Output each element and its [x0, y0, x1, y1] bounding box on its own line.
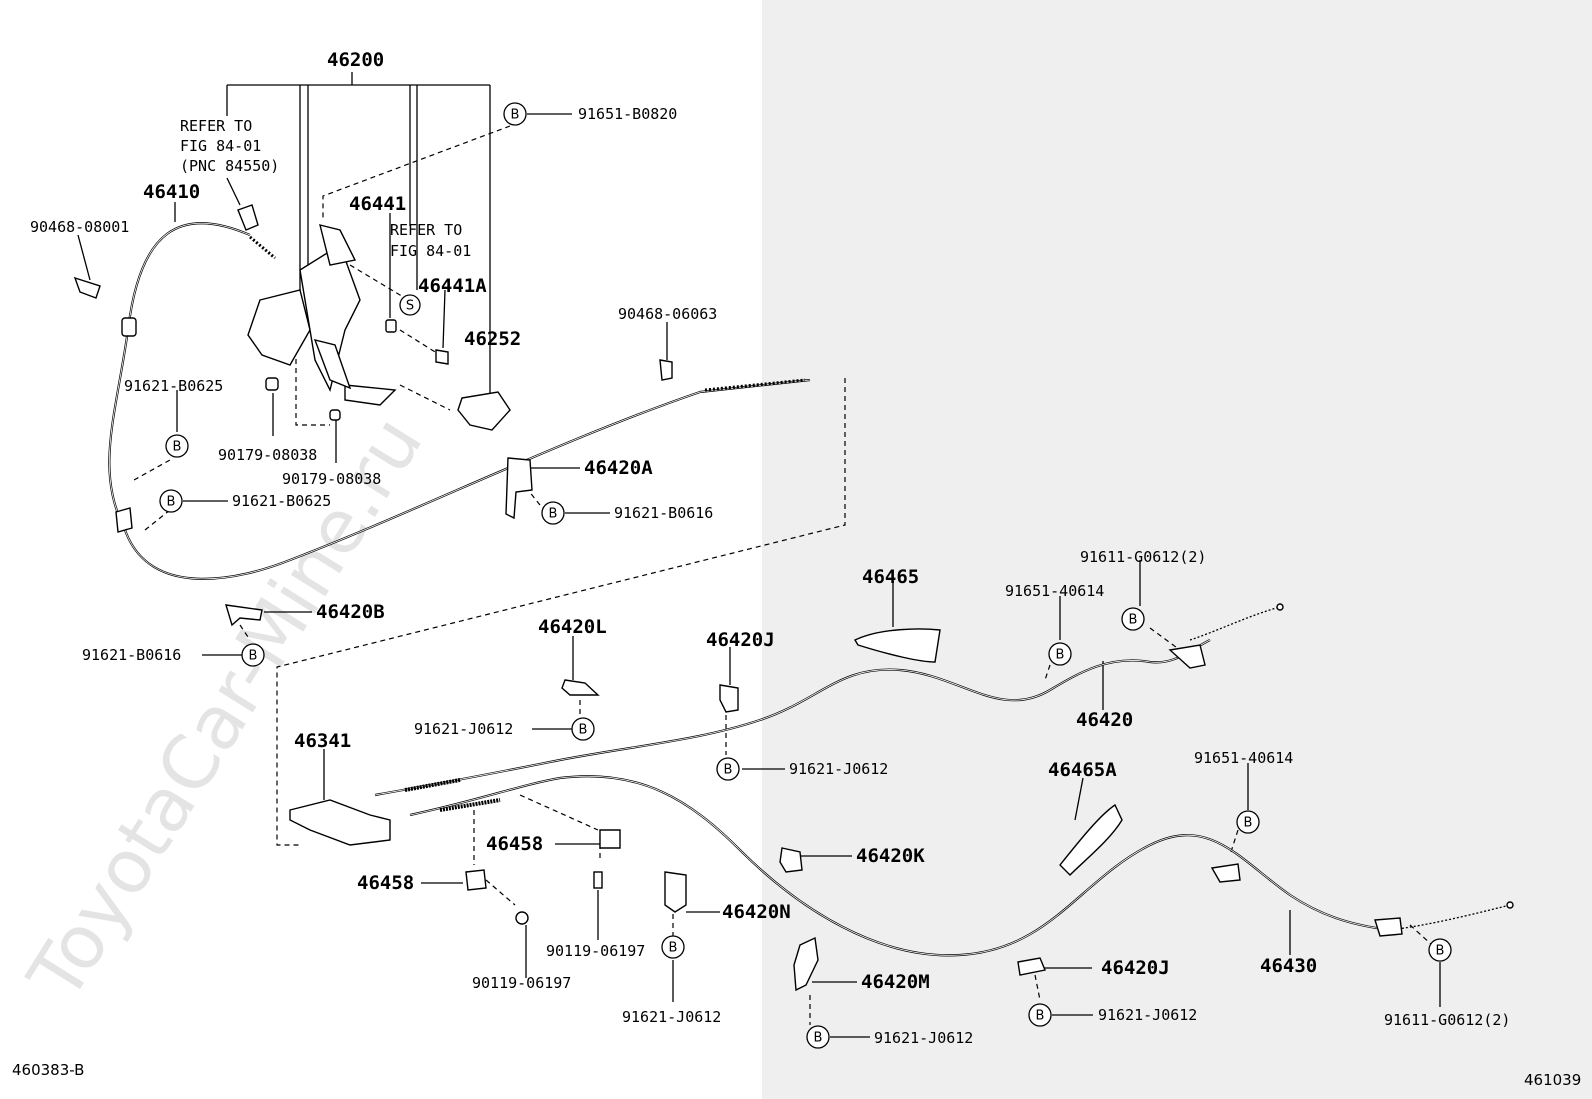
ref-line: FIG 84-01: [390, 242, 471, 260]
svg-text:S: S: [406, 299, 414, 314]
label-91621-B0616: 91621-B0616: [614, 504, 713, 522]
label-91611-G0612-2: 91611-G0612(2): [1384, 1011, 1510, 1029]
svg-text:B: B: [1056, 648, 1065, 663]
label-46420M: 46420M: [861, 971, 930, 993]
label-46465A: 46465A: [1048, 759, 1117, 781]
label-46420J: 46420J: [706, 629, 775, 651]
b-marker: B: [661, 935, 685, 959]
label-90179-08038: 90179-08038: [218, 446, 317, 464]
label-90468-08001: 90468-08001: [30, 218, 129, 236]
label-46458: 46458: [357, 872, 414, 894]
label-46420: 46420: [1076, 709, 1133, 731]
label-91621-B0616: 91621-B0616: [82, 646, 181, 664]
ref-line: FIG 84-01: [180, 137, 261, 155]
parts: [73, 204, 1514, 992]
dashed-lines: [133, 125, 1433, 1025]
b-marker: B: [165, 434, 189, 458]
svg-text:B: B: [814, 1031, 823, 1046]
ref-line: REFER TO: [180, 117, 252, 135]
label-46341: 46341: [294, 730, 351, 752]
shaded-panel: [762, 0, 1592, 1099]
label-46458: 46458: [486, 833, 543, 855]
label-91651-40614: 91651-40614: [1194, 749, 1293, 767]
b-marker: B: [503, 102, 527, 126]
label-91621-J0612: 91621-J0612: [414, 720, 513, 738]
s-marker: S: [399, 294, 421, 316]
b-marker: B: [1428, 938, 1452, 962]
b-marker: B: [806, 1025, 830, 1049]
b-marker: B: [1048, 642, 1072, 666]
label-91611-G0612-2: 91611-G0612(2): [1080, 548, 1206, 566]
label-46441A: 46441A: [418, 275, 487, 297]
label-46420J: 46420J: [1101, 957, 1170, 979]
b-marker: B: [541, 501, 565, 525]
svg-text:B: B: [724, 763, 733, 778]
label-91651-B0820: 91651-B0820: [578, 105, 677, 123]
label-90119-06197: 90119-06197: [472, 974, 571, 992]
symbol-markers: B S B B B B B B B B B B B B B: [159, 102, 1452, 1049]
b-marker: B: [1121, 607, 1145, 631]
label-90179-08038: 90179-08038: [282, 470, 381, 488]
b-marker: B: [571, 717, 595, 741]
svg-text:B: B: [173, 440, 182, 455]
label-46410: 46410: [143, 181, 200, 203]
b-marker: B: [241, 643, 265, 667]
label-91621-B0625: 91621-B0625: [124, 377, 223, 395]
ref-line: (PNC 84550): [180, 157, 279, 175]
label-90119-06197: 90119-06197: [546, 942, 645, 960]
svg-text:B: B: [669, 941, 678, 956]
label-46420N: 46420N: [722, 901, 791, 923]
svg-text:B: B: [1036, 1009, 1045, 1024]
svg-text:B: B: [579, 723, 588, 738]
label-46465: 46465: [862, 566, 919, 588]
label-91621-J0612: 91621-J0612: [1098, 1006, 1197, 1024]
figure-code-right: 461039: [1524, 1071, 1581, 1089]
label-91621-J0612: 91621-J0612: [622, 1008, 721, 1026]
label-46441: 46441: [349, 193, 406, 215]
watermark-text: ToyotaCar-Mine.ru: [12, 402, 440, 1015]
label-90468-06063: 90468-06063: [618, 305, 717, 323]
svg-text:B: B: [549, 507, 558, 522]
b-marker: B: [1028, 1003, 1052, 1027]
cables: [108, 222, 1511, 957]
figure-code-left: 460383-B: [12, 1061, 84, 1079]
label-91621-J0612: 91621-J0612: [874, 1029, 973, 1047]
b-marker: B: [159, 489, 183, 513]
b-marker: B: [1236, 810, 1260, 834]
svg-text:B: B: [249, 649, 258, 664]
label-46430: 46430: [1260, 955, 1317, 977]
leader-lines: [77, 72, 1441, 1038]
label-46420K: 46420K: [856, 845, 925, 867]
part-labels: 46200 91651-B0820 REFER TO FIG 84-01 (PN…: [30, 49, 1510, 1047]
label-46200: 46200: [327, 49, 384, 71]
label-46420A: 46420A: [584, 457, 653, 479]
label-46420B: 46420B: [316, 601, 385, 623]
pedal-assembly: [247, 224, 397, 406]
label-46252: 46252: [464, 328, 521, 350]
svg-text:B: B: [1129, 613, 1138, 628]
svg-text:B: B: [1244, 816, 1253, 831]
svg-text:B: B: [167, 495, 176, 510]
svg-text:B: B: [511, 108, 520, 123]
ref-line: REFER TO: [390, 221, 462, 239]
b-marker: B: [716, 757, 740, 781]
label-46420L: 46420L: [538, 616, 607, 638]
label-91621-B0625: 91621-B0625: [232, 492, 331, 510]
label-91651-40614: 91651-40614: [1005, 582, 1104, 600]
label-91621-J0612: 91621-J0612: [789, 760, 888, 778]
svg-text:B: B: [1436, 944, 1445, 959]
